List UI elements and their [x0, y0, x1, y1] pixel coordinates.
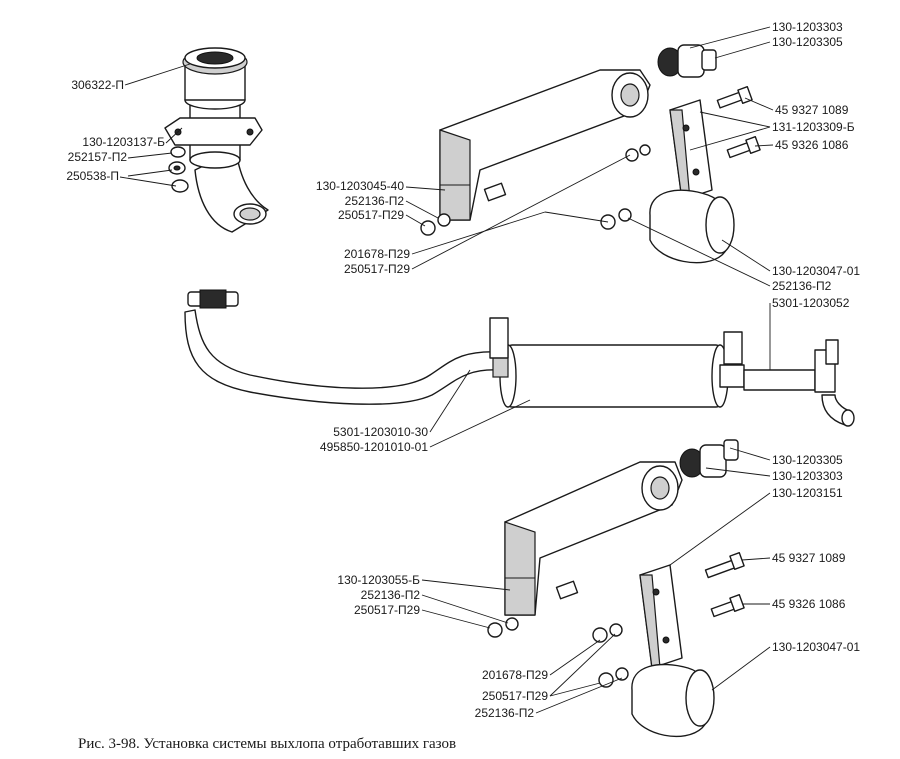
- muffler: [489, 317, 745, 408]
- label-130-1203303-top: 130-1203303: [772, 20, 843, 34]
- lower-nuts: [487, 580, 629, 688]
- upper-rubber-bushing: [657, 44, 717, 78]
- label-45-9326-1086-top: 45 9326 1086: [775, 138, 849, 152]
- label-252136-p2-bottom: 252136-П2: [475, 706, 535, 720]
- label-130-1203305-bottom: 130-1203305: [772, 453, 843, 467]
- label-45-9326-1086-bottom: 45 9326 1086: [772, 597, 846, 611]
- label-130-1203303-bottom: 130-1203303: [772, 469, 843, 483]
- flange-washers: [168, 146, 189, 193]
- label-45-9327-1089-bottom: 45 9327 1089: [772, 551, 846, 565]
- label-250517-p29-mid: 250517-П29: [338, 208, 404, 222]
- label-250517-p29-upper: 250517-П29: [344, 262, 410, 276]
- upper-bolt-2: [726, 136, 761, 159]
- lower-bolt-2: [710, 594, 745, 618]
- label-252136-p2-lower: 252136-П2: [361, 588, 421, 602]
- label-131-1203309-b: 131-1203309-Б: [772, 120, 855, 134]
- label-250517-p29-lower: 250517-П29: [354, 603, 420, 617]
- label-252157-p2: 252157-П2: [68, 150, 128, 164]
- label-130-1203045-40: 130-1203045-40: [316, 179, 404, 193]
- label-201678-p29-upper: 201678-П29: [344, 247, 410, 261]
- lower-bracket: [504, 461, 683, 616]
- label-130-1203047-01-top: 130-1203047-01: [772, 264, 860, 278]
- label-5301-1203052: 5301-1203052: [772, 296, 850, 310]
- label-495850-1201010-01: 495850-1201010-01: [320, 440, 428, 454]
- exhaust-downpipe: [164, 47, 269, 233]
- upper-bolt-1: [716, 86, 753, 109]
- label-130-1203137-b: 130-1203137-Б: [82, 135, 165, 149]
- lower-rubber-bushing: [679, 439, 739, 478]
- lower-clamp: [631, 564, 715, 738]
- label-130-1203151: 130-1203151: [772, 486, 843, 500]
- label-306322-p: 306322-П: [71, 78, 124, 92]
- label-250538-p: 250538-П: [66, 169, 119, 183]
- label-252136-p2-mid: 252136-П2: [345, 194, 405, 208]
- upper-clamp: [649, 99, 735, 264]
- label-252136-p2-right: 252136-П2: [772, 279, 832, 293]
- label-250517-p29-bottom: 250517-П29: [482, 689, 548, 703]
- label-130-1203047-01-bottom: 130-1203047-01: [772, 640, 860, 654]
- label-130-1203305-top: 130-1203305: [772, 35, 843, 49]
- leader-lines: [119, 26, 774, 714]
- label-130-1203055-b: 130-1203055-Б: [337, 573, 420, 587]
- part-labels: 306322-П 130-1203137-Б 252157-П2 250538-…: [66, 20, 860, 720]
- exhaust-pipe: [184, 289, 501, 405]
- label-45-9327-1089-top: 45 9327 1089: [775, 103, 849, 117]
- figure-caption: Рис. 3-98. Установка системы выхлопа отр…: [78, 736, 456, 752]
- label-201678-p29-bottom: 201678-П29: [482, 668, 548, 682]
- tail-pipe: [743, 339, 855, 427]
- lower-bolt-1: [704, 552, 745, 579]
- label-5301-1203010-30: 5301-1203010-30: [333, 425, 428, 439]
- upper-nuts: [420, 144, 651, 236]
- upper-bracket: [439, 69, 651, 221]
